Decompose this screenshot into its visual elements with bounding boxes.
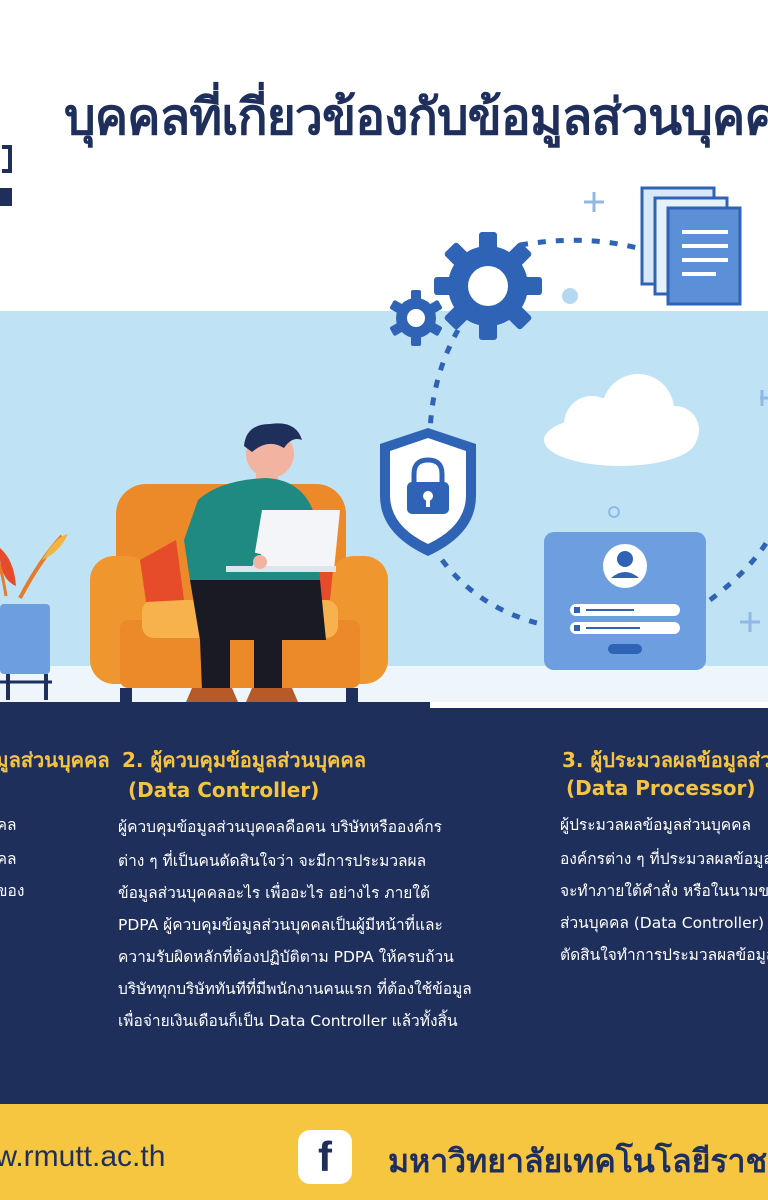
section-3-line: จะทำภายใต้คำสั่ง หรือในนามของผู้ควบคุมข้… bbox=[560, 882, 768, 900]
section-2-line: บริษัททุกบริษัททันทีที่มีพนักงานคนแรก ที… bbox=[118, 980, 472, 998]
section-1-line: ข้อมูลส่วนบุคคล bbox=[0, 816, 17, 834]
cloud-icon bbox=[544, 374, 699, 466]
section-3-line: ส่วนบุคคล (Data Controller) bbox=[560, 914, 765, 932]
documents-icon bbox=[640, 186, 742, 306]
section-3-line: องค์กรต่าง ๆ ที่ประมวลผลข้อมูล bbox=[560, 850, 768, 868]
section-1-line: ข้อมูลส่วนบุคคล bbox=[0, 850, 17, 868]
section-3-heading: 3. ผู้ประมวลผลข้อมูลส่วนบุคคล bbox=[562, 748, 768, 772]
page-title: บุคคลที่เกี่ยวข้องกับข้อมูลส่วนบุคคล bbox=[64, 88, 768, 146]
logo-badge bbox=[0, 188, 12, 206]
shield-lock-icon bbox=[380, 428, 476, 556]
section-2-line: PDPA ผู้ควบคุมข้อมูลส่วนบุคคลเป็นผู้มีหน… bbox=[118, 916, 443, 934]
section-1-line: เจ้าของข้อมูลส่วนของ bbox=[0, 882, 25, 900]
floor-line bbox=[0, 702, 430, 708]
section-3-line: ตัดสินใจทำการประมวลผลข้อมูล bbox=[560, 946, 768, 964]
dot-icon bbox=[562, 288, 578, 304]
facebook-icon[interactable]: f bbox=[298, 1130, 352, 1184]
sparkle-icon bbox=[584, 192, 768, 632]
section-3-line: ผู้ประมวลผลข้อมูลส่วนบุคคล bbox=[560, 816, 752, 834]
section-2-line: ผู้ควบคุมข้อมูลส่วนบุคคลคือคน บริษัทหรือ… bbox=[118, 818, 443, 836]
section-2-heading: 2. ผู้ควบคุมข้อมูลส่วนบุคคล bbox=[122, 748, 367, 772]
login-card-icon bbox=[544, 532, 706, 670]
dot-icon bbox=[608, 506, 620, 518]
plant-icon bbox=[0, 534, 68, 700]
info-panel bbox=[0, 708, 768, 1104]
section-3-subheading: (Data Processor) bbox=[566, 776, 756, 800]
facebook-glyph: f bbox=[318, 1133, 332, 1180]
section-2-line: ข้อมูลส่วนบุคคลอะไร เพื่ออะไร อย่างไร ภา… bbox=[118, 884, 430, 902]
section-2-subheading: (Data Controller) bbox=[128, 778, 320, 802]
small-gear-icon bbox=[389, 290, 443, 346]
person-with-laptop-icon bbox=[184, 423, 340, 702]
section-1-heading: 1. เจ้าของข้อมูลส่วนบุคคล bbox=[0, 748, 110, 772]
section-2-line: เพื่อจ่ายเงินเดือนก็เป็น Data Controller… bbox=[118, 1012, 458, 1030]
footer-bar bbox=[0, 1104, 768, 1200]
section-2-line: ต่าง ๆ ที่เป็นคนตัดสินใจว่า จะมีการประมว… bbox=[118, 852, 427, 870]
university-logo-icon bbox=[2, 145, 12, 173]
data-privacy-illustration bbox=[0, 186, 768, 702]
university-name: มหาวิทยาลัยเทคโนโลยีราชมงคลธัญบุรี bbox=[388, 1142, 768, 1180]
website-link[interactable]: www.rmutt.ac.th bbox=[0, 1140, 166, 1173]
large-gear-icon bbox=[434, 232, 542, 340]
section-2-line: ความรับผิดหลักที่ต้องปฏิบัติตาม PDPA ให้… bbox=[118, 948, 454, 966]
